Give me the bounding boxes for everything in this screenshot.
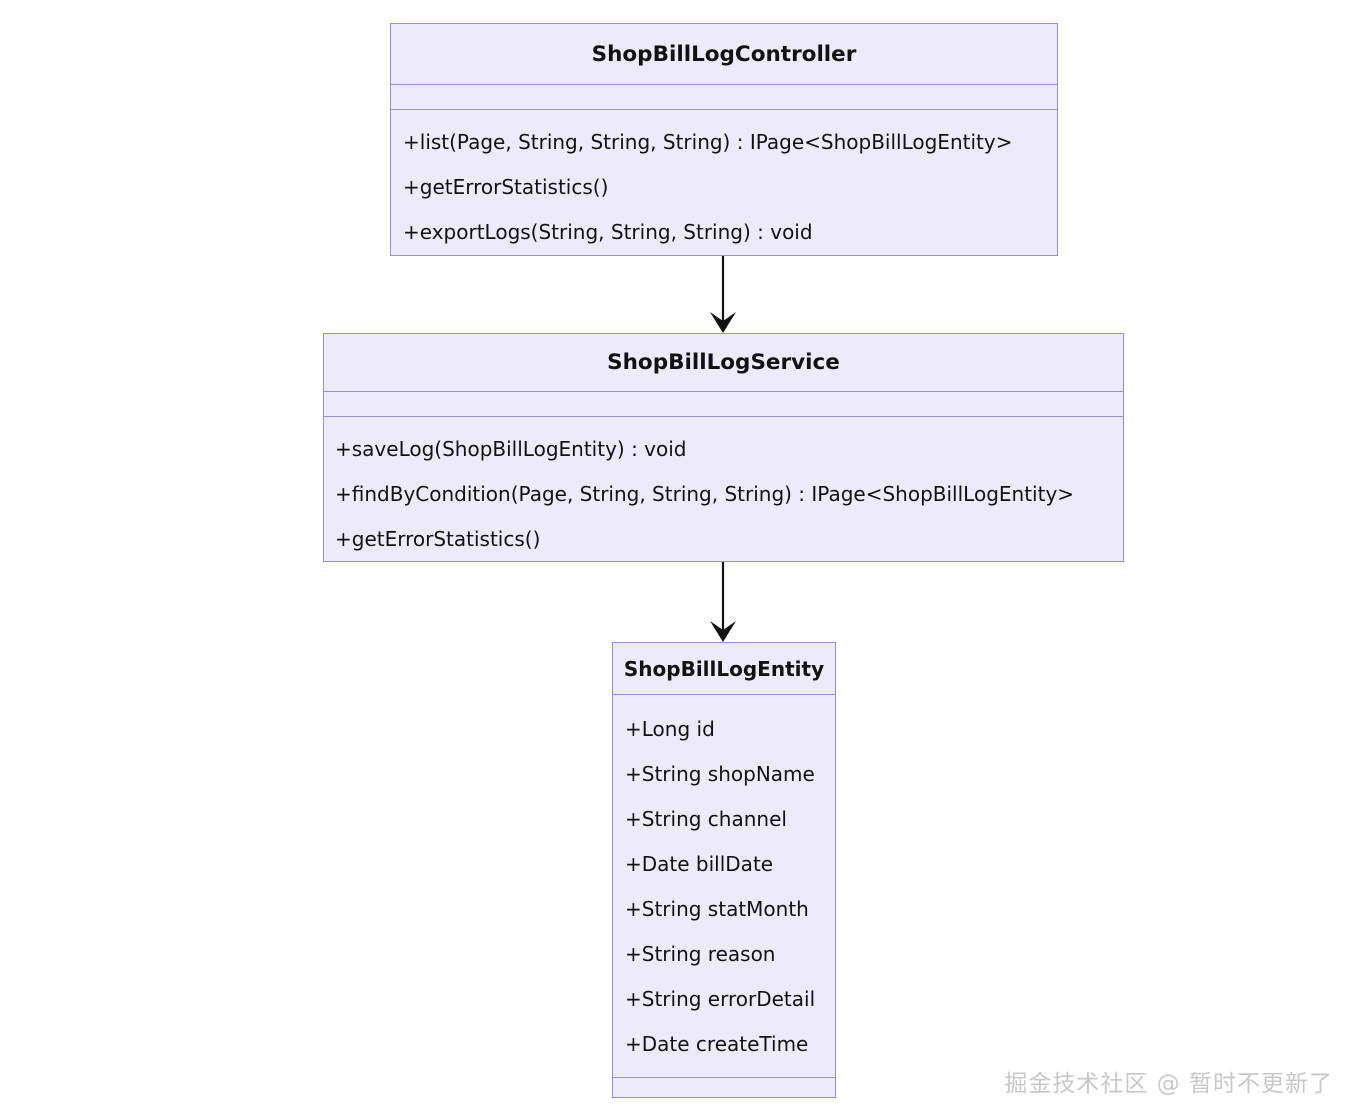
uml-class-shopbilllogservice[interactable]: ShopBillLogService +saveLog(ShopBillLogE… <box>323 333 1124 562</box>
class-title-controller: ShopBillLogController <box>391 24 1057 85</box>
class-member: +findByCondition(Page, String, String, S… <box>335 482 1075 506</box>
connector-controller-to-service <box>710 256 736 333</box>
methods-compartment-service: +saveLog(ShopBillLogEntity) : void +find… <box>324 417 1123 568</box>
class-title-service: ShopBillLogService <box>324 334 1123 392</box>
class-member: +String reason <box>625 942 776 966</box>
attributes-compartment-controller <box>391 85 1057 110</box>
class-member: +String errorDetail <box>625 987 816 1011</box>
connector-service-to-entity <box>710 562 736 642</box>
uml-class-shopbilllogentity[interactable]: ShopBillLogEntity +Long id +String shopN… <box>612 642 836 1098</box>
class-member: +Date createTime <box>625 1032 809 1056</box>
watermark: 掘金技术社区 @ 暂时不更新了 <box>1004 1071 1333 1097</box>
class-member: +list(Page, String, String, String) : IP… <box>403 130 1013 154</box>
class-member: +exportLogs(String, String, String) : vo… <box>403 220 813 244</box>
arrowhead-icon <box>710 621 736 642</box>
methods-compartment-entity <box>613 1078 835 1098</box>
class-member: +String channel <box>625 807 787 831</box>
arrowhead-icon <box>710 312 736 333</box>
class-member: +String statMonth <box>625 897 809 921</box>
attributes-compartment-service <box>324 392 1123 417</box>
class-member: +getErrorStatistics() <box>335 527 541 551</box>
class-member: +getErrorStatistics() <box>403 175 609 199</box>
methods-compartment-controller: +list(Page, String, String, String) : IP… <box>391 110 1057 261</box>
class-member: +Date billDate <box>625 852 774 876</box>
attributes-compartment-entity: +Long id +String shopName +String channe… <box>613 695 835 1078</box>
uml-class-shopbilllogcontroller[interactable]: ShopBillLogController +list(Page, String… <box>390 23 1058 256</box>
class-member: +Long id <box>625 717 715 741</box>
class-title-entity: ShopBillLogEntity <box>613 643 835 695</box>
class-member: +saveLog(ShopBillLogEntity) : void <box>335 437 687 461</box>
class-member: +String shopName <box>625 762 815 786</box>
